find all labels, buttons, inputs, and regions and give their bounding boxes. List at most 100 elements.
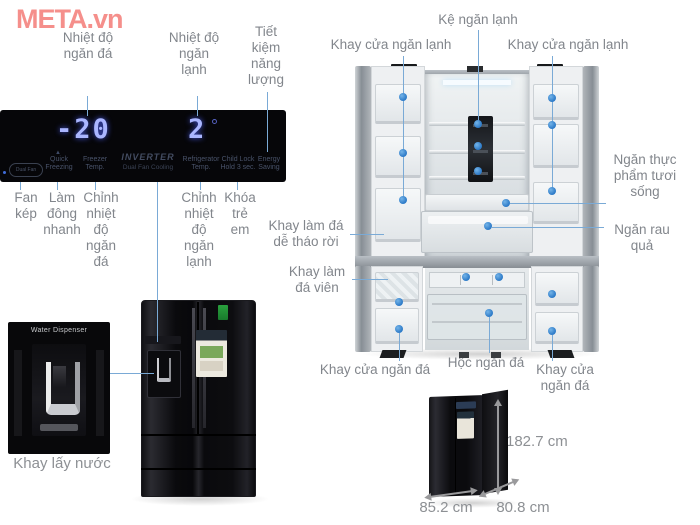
energy-saving-label: Energy Saving (257, 156, 281, 171)
drawer-split-2 (141, 468, 256, 470)
top-sticker (456, 401, 476, 409)
ice-tray-divider (492, 275, 493, 285)
callout-line (87, 96, 88, 116)
callout-line (510, 203, 606, 204)
callout-line (57, 182, 58, 190)
callout-freezer-door-tray-left: Khay cửa ngăn đá (319, 362, 431, 377)
vegetable-drawer (421, 211, 533, 253)
callout-line (352, 279, 388, 280)
callout-freezer-temp: Nhiệt độ ngăn đá (62, 30, 114, 61)
drawer-front-glass (428, 216, 528, 224)
fresh-food-tray (425, 194, 529, 211)
callout-line (403, 56, 404, 200)
ice-tray-divider (460, 275, 461, 285)
up-arrow-icon: ▲ (55, 150, 61, 156)
callout-line (110, 373, 154, 374)
refrigerator-temp-label: Refrigerator Temp. (182, 156, 220, 171)
callout-freezer-box: Hộc ngăn đá (447, 355, 525, 370)
dual-fan-button: Dual Fan (9, 163, 43, 177)
dispenser-lever (53, 366, 66, 388)
callout-line (350, 234, 384, 235)
door-dispenser-bracket (157, 358, 171, 382)
freezer-drawer (427, 294, 527, 340)
door-tray (375, 136, 421, 178)
sticker-text-block (200, 361, 223, 371)
right-door-edge (583, 66, 599, 258)
fridge-front (429, 395, 483, 497)
callout-dot (502, 199, 510, 207)
callout-cool-shelf: Kệ ngăn lạnh (438, 12, 518, 27)
door-sticker (196, 330, 227, 377)
dimension-width: 85.2 cm (419, 499, 473, 516)
callout-dot (399, 93, 407, 101)
callout-line (237, 182, 238, 190)
door-tray (535, 312, 579, 344)
callout-quick-freeze: Làm đông nhanh (43, 190, 81, 237)
callout-dot (548, 121, 556, 129)
door-tray (535, 272, 579, 306)
fridge-temp-display: 2 (188, 114, 207, 145)
ice-tray-shelf (429, 272, 525, 288)
height-arrow-top (494, 399, 502, 406)
control-panel: -20 2 Dual Fan ▲ Quick Freezing Freezer … (0, 110, 286, 182)
arrow-bar (430, 490, 472, 498)
interior-light (443, 80, 511, 85)
dispenser-bracket (46, 362, 80, 415)
door-gap (455, 398, 456, 495)
water-dispenser-inset: Water Dispenser (8, 322, 110, 454)
callout-vegetable-box: Ngăn rau quả (614, 222, 670, 253)
dual-fan-cooling-text: Dual Fan Cooling (122, 164, 174, 171)
hinge-center (467, 66, 483, 72)
callout-water-tray: Khay lấy nước (13, 455, 111, 472)
power-led-icon (3, 171, 6, 174)
callout-adjust-fridge: Chỉnh nhiệt độ ngăn lạnh (181, 190, 217, 269)
callout-dot (462, 273, 470, 281)
callout-energy-saving: Tiết kiệm năng lượng (248, 24, 284, 87)
callout-cool-door-tray-right: Khay cửa ngăn lạnh (507, 37, 629, 52)
quick-freezing-label: Quick Freezing (45, 156, 73, 171)
callout-child-lock: Khóa trẻ em (224, 190, 256, 237)
sticker-food-image (200, 346, 223, 358)
door-tray (533, 124, 579, 168)
callout-line (267, 92, 268, 152)
callout-line (20, 182, 21, 190)
degree-icon (212, 119, 217, 124)
callout-dual-fan: Fan kép (14, 190, 38, 221)
callout-line (492, 227, 604, 228)
callout-dot (474, 167, 482, 175)
callout-fresh-food: Ngăn thực phẩm tươi sống (613, 152, 677, 199)
callout-line (399, 333, 400, 361)
callout-dot (548, 327, 556, 335)
callout-ice-cube-tray: Khay làm đá viên (288, 264, 346, 295)
freezer-left-door-edge (355, 266, 371, 352)
door-tray (533, 84, 579, 120)
meta-vn-logo: META.vn (16, 4, 123, 34)
door-handle-left (192, 308, 195, 428)
child-lock-label: Child Lock Hold 3 sec. (220, 156, 256, 171)
callout-dot (474, 120, 482, 128)
arrowhead-right (511, 475, 521, 486)
callout-dot (548, 187, 556, 195)
inset-shade-right (96, 350, 104, 436)
open-fridge (355, 64, 599, 358)
callout-line (95, 182, 96, 190)
callout-line (552, 335, 553, 361)
door-foot (379, 350, 407, 358)
height-arrow (497, 405, 499, 489)
energy-label (218, 305, 228, 320)
dispenser-drip-tray (40, 424, 78, 431)
dispenser-recess (32, 344, 86, 436)
callout-dot (474, 142, 482, 150)
drawer-rail (432, 303, 522, 305)
drawer-rail (432, 321, 522, 323)
column-vent (473, 150, 488, 153)
inset-shade-left (14, 350, 22, 436)
callout-line (200, 182, 201, 190)
callout-dot (495, 273, 503, 281)
leg (491, 352, 501, 358)
drawer-split-1 (141, 434, 256, 436)
dimension-depth: 80.8 cm (496, 499, 550, 516)
callout-dot (395, 325, 403, 333)
freezer-temp-label: Freezer Temp. (82, 156, 108, 171)
